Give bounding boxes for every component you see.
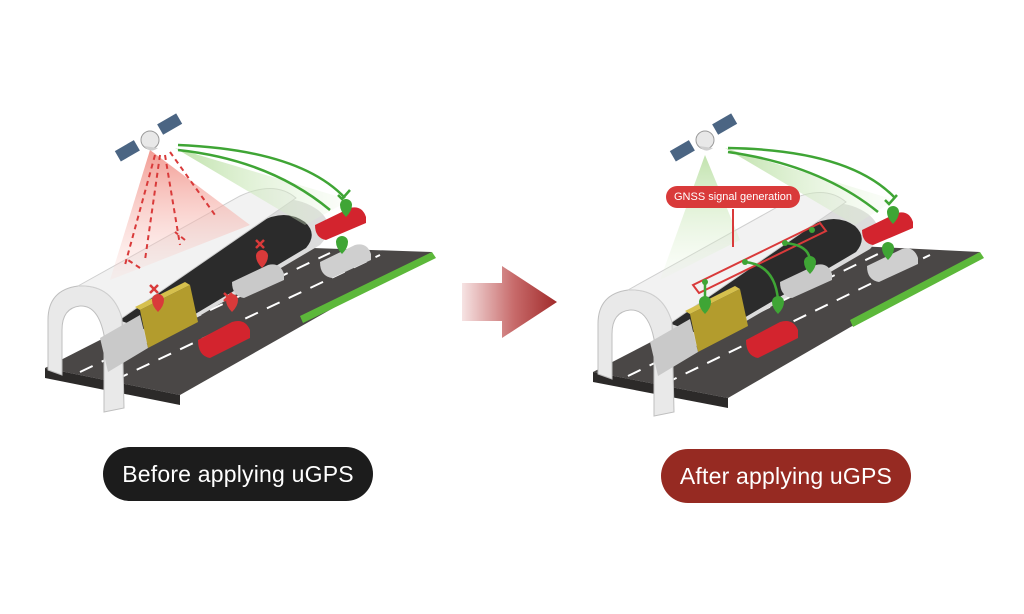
- car-silver-1: [780, 264, 832, 298]
- car-silver-1: [232, 264, 284, 298]
- signal-paths-ok: [177, 143, 346, 211]
- gnss-generator-bracket: [691, 209, 828, 295]
- satellite-icon: [669, 113, 738, 162]
- after-label: After applying uGPS: [661, 449, 911, 503]
- location-pin-check-icon: [336, 199, 352, 254]
- truck-yellow: [100, 282, 198, 372]
- after-scene: [593, 113, 984, 417]
- direction-arrow-icon: [462, 266, 557, 338]
- location-pin-check-icon: [699, 206, 899, 314]
- signal-paths-ok: [727, 146, 896, 213]
- success-check-marks: [884, 194, 898, 206]
- tunnel-portal: [47, 285, 125, 413]
- failure-x-marks: [149, 239, 265, 302]
- road-slab: [45, 247, 432, 395]
- gnss-signal-generation-callout: GNSS signal generation: [666, 186, 800, 208]
- car-red-2: [315, 207, 366, 240]
- tunnel-portal: [597, 289, 675, 417]
- satellite-icon: [114, 113, 183, 162]
- grass-strip: [300, 252, 436, 323]
- signal-beam-open: [660, 155, 740, 280]
- car-red-2: [862, 212, 913, 245]
- before-scene: [45, 113, 436, 413]
- car-silver-2: [867, 248, 918, 282]
- car-red-1: [746, 321, 798, 358]
- signal-beam-open: [175, 148, 350, 225]
- car-silver-2: [320, 244, 371, 278]
- truck-yellow: [650, 286, 748, 376]
- signal-beam-blocked: [110, 150, 250, 280]
- car-red-1: [198, 321, 250, 358]
- signal-beam-open: [725, 148, 895, 225]
- before-label: Before applying uGPS: [103, 447, 373, 501]
- success-check-marks: [337, 189, 351, 201]
- grass-strip: [850, 252, 984, 327]
- reflected-signal-arrows: [124, 151, 216, 269]
